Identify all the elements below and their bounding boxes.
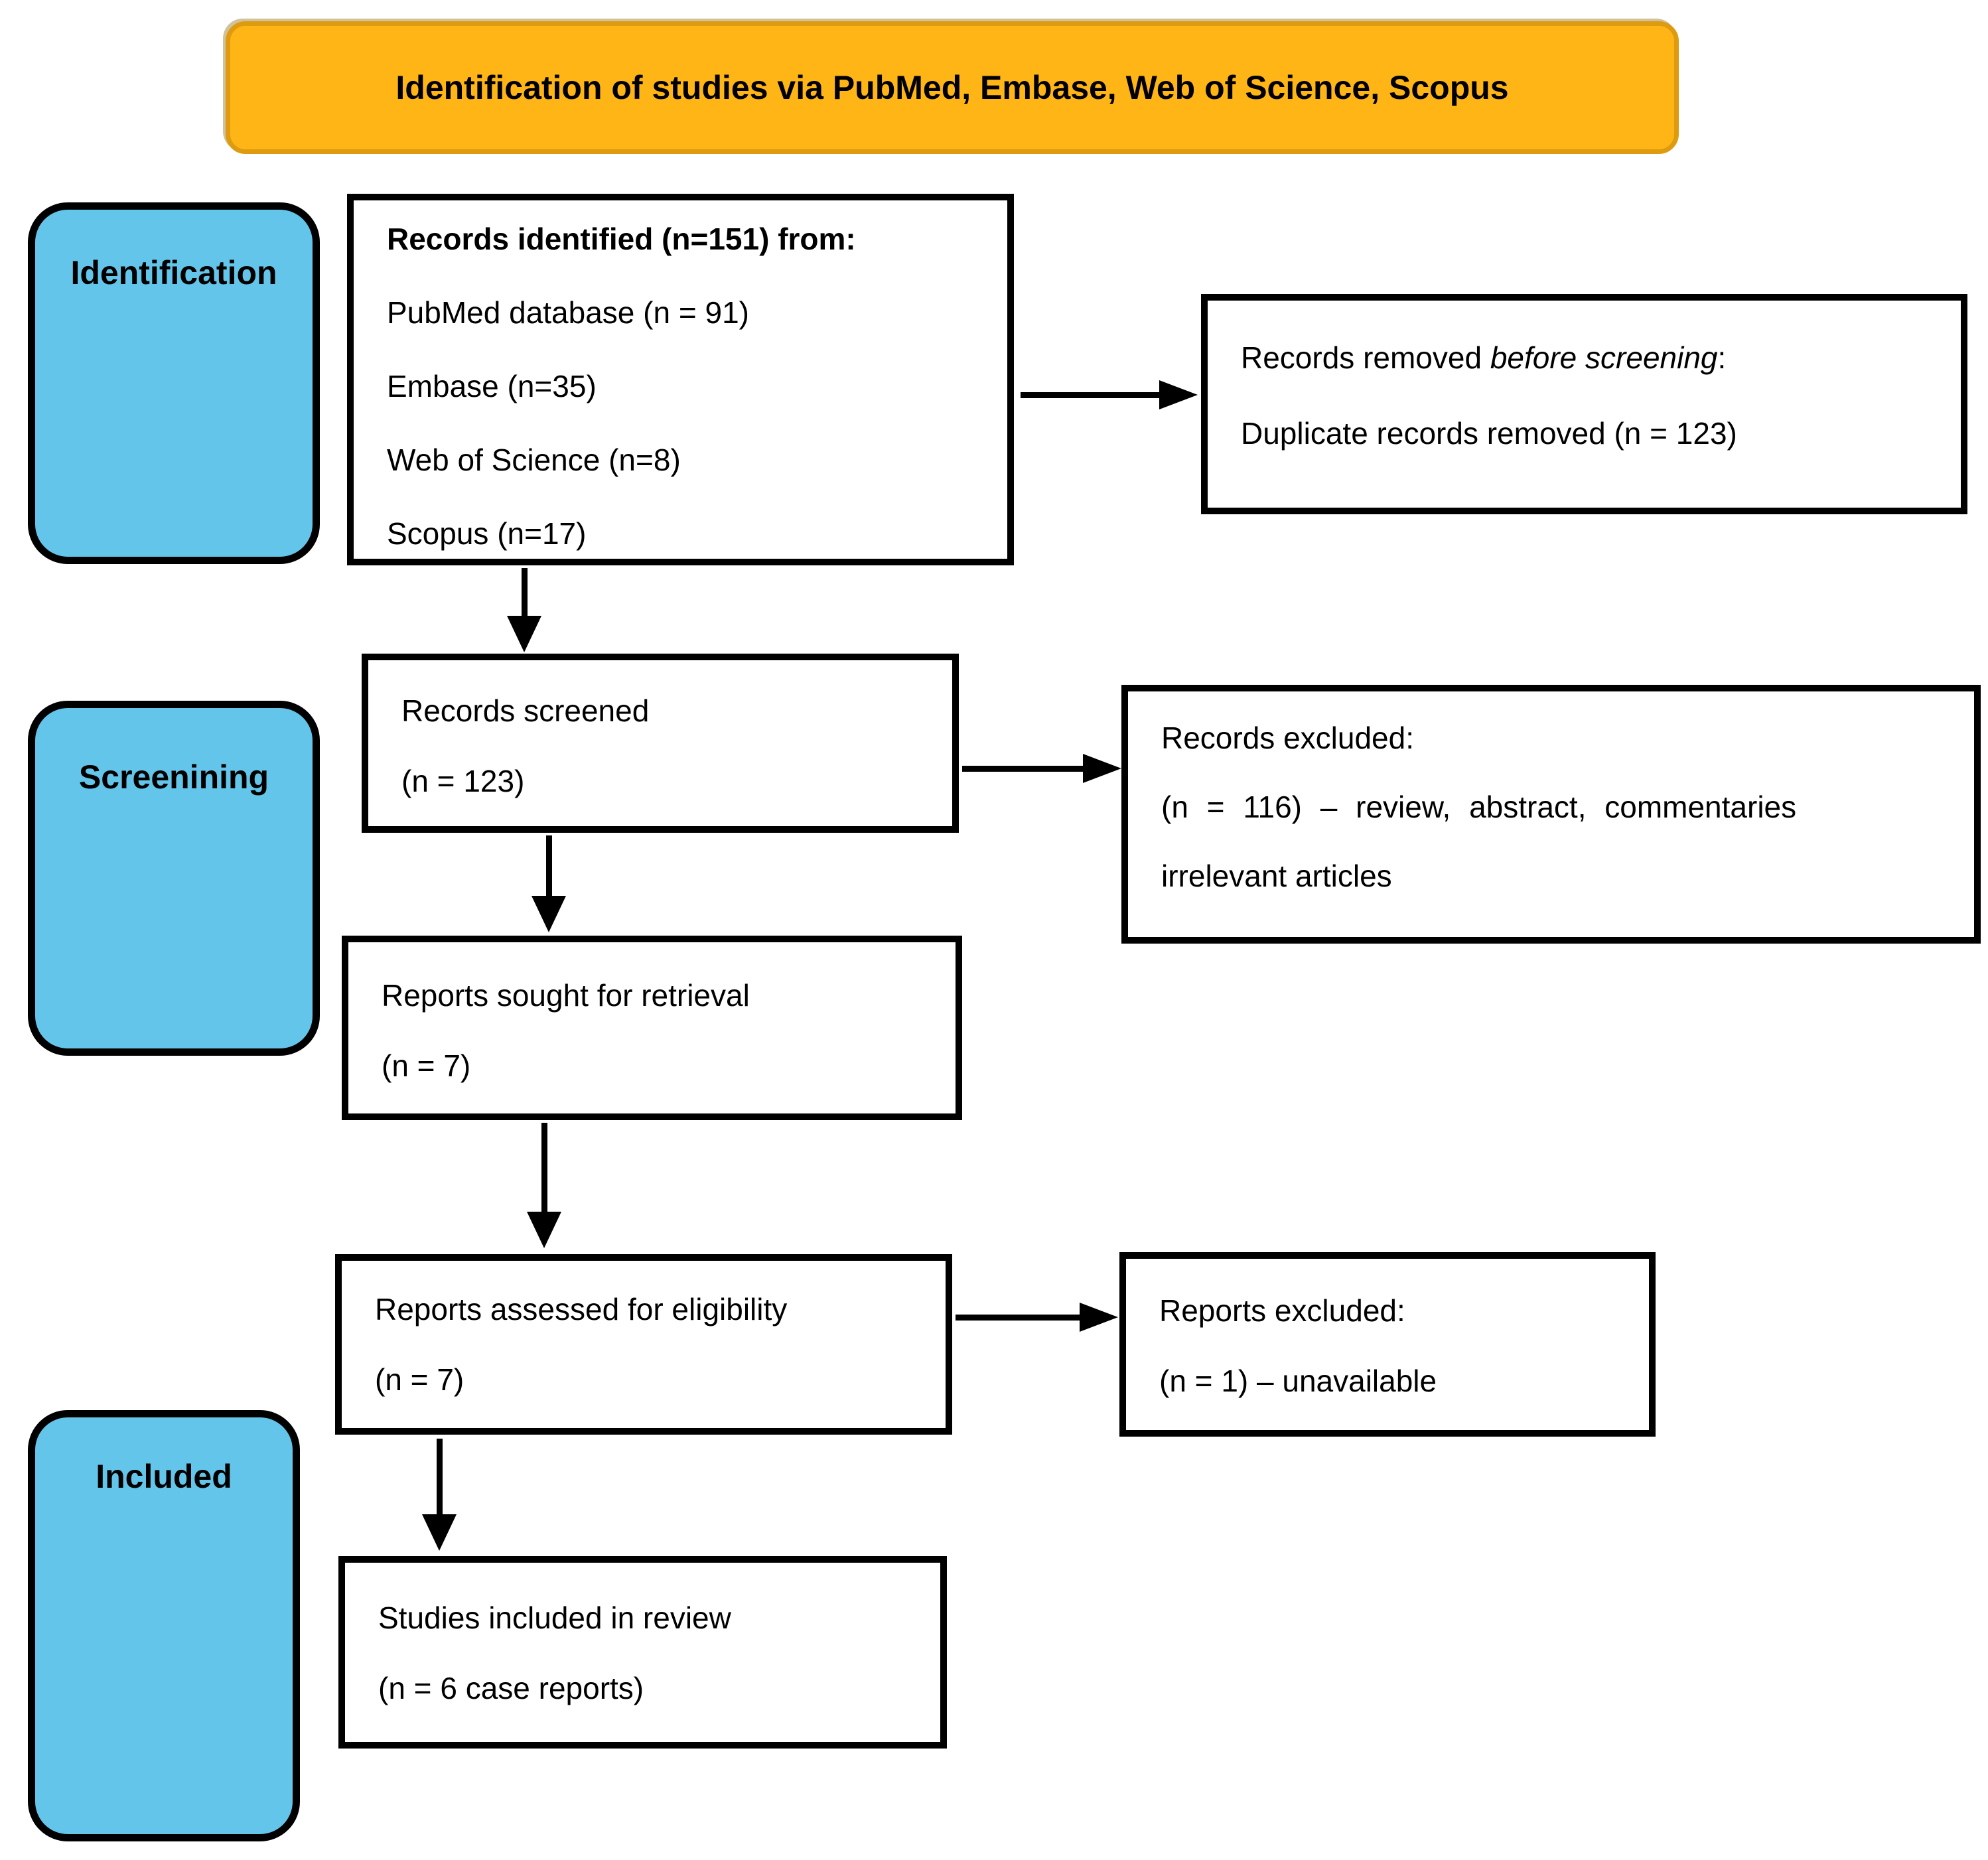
before-screening-italic: before screening — [1490, 340, 1718, 375]
reports-excluded-line1: Reports excluded: — [1159, 1293, 1405, 1328]
records-identified-wos: Web of Science (n=8) — [387, 443, 681, 477]
reports-assessed-box: Reports assessed for eligibility (n = 7) — [335, 1254, 952, 1435]
records-screened-count: (n = 123) — [401, 764, 525, 798]
reports-excluded-box: Reports excluded: (n = 1) – unavailable — [1119, 1252, 1656, 1437]
records-excluded-line1: Records excluded: — [1161, 721, 1414, 755]
title-banner: Identification of studies via PubMed, Em… — [226, 21, 1679, 154]
reports-sought-line1: Reports sought for retrieval — [382, 978, 750, 1013]
records-excluded-line3: irrelevant articles — [1161, 859, 1392, 893]
reports-sought-count: (n = 7) — [382, 1048, 471, 1083]
reports-assessed-count: (n = 7) — [375, 1362, 464, 1397]
stage-included-label: Included — [96, 1458, 232, 1495]
diagram-title: Identification of studies via PubMed, Em… — [395, 69, 1509, 106]
records-screened-line1: Records screened — [401, 693, 650, 728]
records-removed-box: Records removed before screening: Duplic… — [1201, 294, 1967, 514]
records-identified-pubmed: PubMed database (n = 91) — [387, 295, 749, 330]
stage-screening: Screenining — [28, 701, 320, 1056]
records-excluded-line2: (n = 116) – review, abstract, commentari… — [1161, 790, 1797, 824]
records-screened-box: Records screened (n = 123) — [362, 654, 959, 833]
records-excluded-box: Records excluded: (n = 116) – review, ab… — [1121, 685, 1981, 944]
studies-included-box: Studies included in review (n = 6 case r… — [338, 1556, 947, 1749]
records-removed-title: Records removed before screening: — [1241, 340, 1727, 375]
duplicates-removed-line: Duplicate records removed (n = 123) — [1241, 416, 1737, 451]
stage-identification-label: Identification — [70, 254, 277, 291]
records-identified-title: Records identified (n=151) from: — [387, 222, 856, 256]
reports-assessed-line1: Reports assessed for eligibility — [375, 1292, 788, 1326]
studies-included-count: (n = 6 case reports) — [378, 1671, 644, 1705]
records-identified-scopus: Scopus (n=17) — [387, 516, 587, 551]
stage-included: Included — [28, 1410, 300, 1841]
reports-sought-box: Reports sought for retrieval (n = 7) — [342, 936, 962, 1120]
studies-included-line1: Studies included in review — [378, 1601, 731, 1635]
reports-excluded-line2: (n = 1) – unavailable — [1159, 1364, 1437, 1398]
records-identified-box: Records identified (n=151) from: PubMed … — [347, 194, 1014, 565]
stage-screening-label: Screenining — [78, 758, 269, 796]
records-identified-embase: Embase (n=35) — [387, 369, 597, 403]
stage-identification: Identification — [28, 202, 320, 564]
